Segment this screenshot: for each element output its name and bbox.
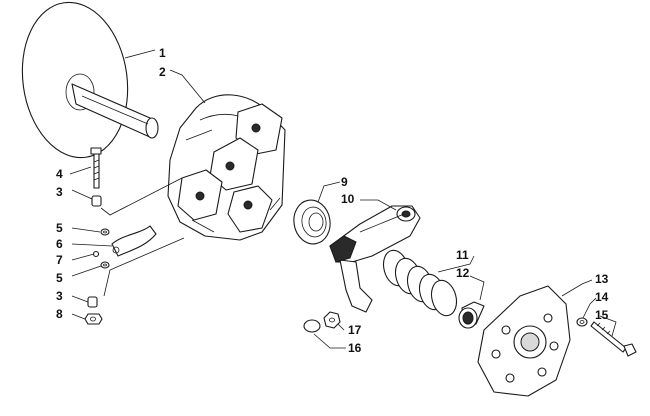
- washer-part-5-upper: [100, 228, 110, 236]
- callout-4: 4: [56, 167, 63, 181]
- clutch-housing-part: [167, 94, 286, 241]
- bolt-part-4: [90, 147, 102, 189]
- callout-7: 7: [56, 253, 63, 267]
- callout-6: 6: [56, 237, 63, 251]
- callout-8: 8: [56, 307, 63, 321]
- roller-arm-part-6: [111, 225, 157, 257]
- assembly-guide-line-lower: [103, 237, 185, 297]
- callout-3-lower: 3: [56, 289, 63, 303]
- spring-part-11: [382, 249, 458, 317]
- spacer-part-3-lower: [87, 296, 98, 308]
- callout-17: 17: [348, 323, 362, 337]
- assembly-guide-line: [100, 177, 183, 216]
- bushing-part-12: [458, 301, 485, 329]
- callout-3-upper: 3: [56, 185, 63, 199]
- callout-1: 1: [159, 46, 166, 60]
- callout-15: 15: [595, 308, 609, 322]
- spacer-part-3-upper: [91, 195, 102, 207]
- nut-part-17: [323, 311, 341, 329]
- callout-2: 2: [159, 65, 166, 79]
- cap-part-16: [303, 319, 321, 333]
- callout-12: 12: [456, 266, 470, 280]
- washer-part-14: [576, 317, 588, 327]
- nut-part-8: [84, 313, 103, 325]
- callout-9: 9: [341, 175, 348, 189]
- spring-seat-part-9: [293, 199, 331, 245]
- cover-plate-part-13: [477, 285, 571, 397]
- callout-16: 16: [348, 341, 362, 355]
- washer-part-5-lower: [100, 261, 110, 269]
- pin-part-7: [92, 250, 100, 258]
- cam-arm-part-10: [329, 205, 421, 313]
- leader-lines: [69, 49, 617, 349]
- callout-5-lower: 5: [56, 271, 63, 285]
- bolt-part-15: [590, 321, 637, 357]
- callout-11: 11: [456, 248, 469, 262]
- callout-10: 10: [341, 192, 355, 206]
- sheave-disc-part: [21, 1, 159, 159]
- callout-13: 13: [595, 272, 609, 286]
- callout-5-upper: 5: [56, 221, 63, 235]
- callout-14: 14: [595, 290, 609, 304]
